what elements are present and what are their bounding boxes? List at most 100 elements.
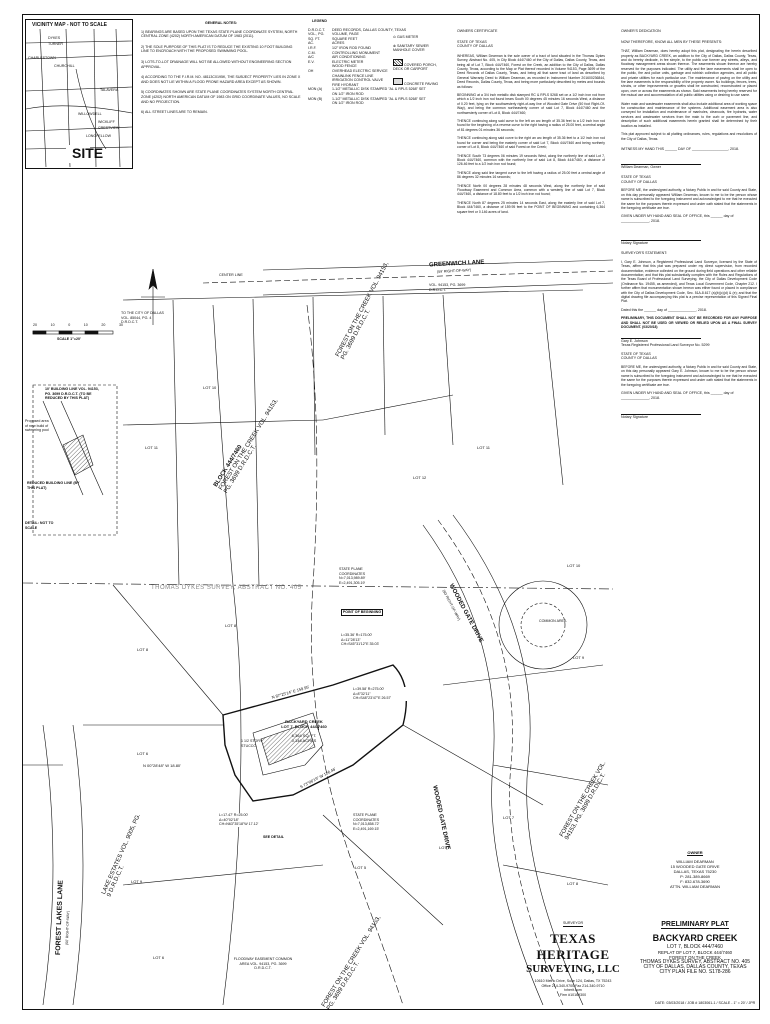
- scale-tick: 20: [33, 323, 37, 327]
- metes-paragraph: THENCE South 73 degrees 06 minutes 19 se…: [457, 153, 605, 167]
- metes-paragraph: THENCE continuing along said curve to th…: [457, 119, 605, 132]
- state-label: STATE OF TEXAS: [457, 39, 487, 44]
- company-name-2: SURVEYING, LLC: [526, 963, 620, 975]
- lot-label: LOT 12: [413, 475, 427, 480]
- lot-label: LOT 8: [137, 647, 149, 652]
- metes-paragraph: BEGINNING at a 3/4 inch metallic disk st…: [457, 93, 605, 115]
- legend-abbrev: A/C: [308, 55, 314, 60]
- lot-label: LOT 8: [567, 881, 579, 886]
- street-label: WILLOWDELL: [78, 112, 102, 116]
- common-area-label: COMMON AREA: [539, 619, 567, 623]
- legend-meaning: 1-1/2" METALLIC DISK STAMPED "AL & RPLS …: [332, 96, 426, 106]
- owner-line: WILLIAM DEARMAN: [676, 859, 714, 864]
- legend-meaning: FIRE HYDRANT: [332, 82, 359, 87]
- legend-meaning: OVERHEAD ELECTRIC SERVICE: [332, 68, 388, 73]
- dedication-now: NOW THEREFORE, KNOW ALL MEN BY THESE PRE…: [621, 39, 723, 44]
- owner-line: ATTN. WILLIAM DEARMAN: [670, 884, 720, 889]
- plat-forest: FOREST ON THE CREEK: [669, 955, 721, 960]
- curve3-table: L=17.47' R=25.00'Δ=40°02'18"CH=N63°35'18…: [219, 813, 289, 827]
- street-label: DYKES: [48, 36, 61, 40]
- legend-symbols: ⊙ GAS METER ⊗ SANITARY SEWER MANHOLE COV…: [393, 35, 443, 87]
- signature-line: [621, 239, 701, 241]
- legend-meaning: ELECTRIC METER: [332, 59, 364, 64]
- street-label: CRESTVIEW: [98, 126, 120, 130]
- legend-abbrev: E.V.: [308, 59, 315, 64]
- street-label: WICKLIFF: [98, 120, 115, 124]
- surveyor-phone: Office 214-340-9700 Fax 214-340-9710: [541, 983, 605, 988]
- plat-sheet: VICINITY MAP - NOT TO SCALE SITE DYKES T…: [22, 14, 760, 1011]
- floodway-label: FLOODWAY EASEMENT COMMON AREA VOL. 94153…: [233, 957, 293, 971]
- lot-label: LOT 9: [131, 879, 143, 884]
- legend-title: LEGEND: [312, 19, 327, 23]
- legend-entries: D.R.D.C.T. DEED RECORDS, DALLAS COUNTY, T…: [308, 28, 426, 106]
- legend-meaning: DEED RECORDS, DALLAS COUNTY, TEXAS: [332, 27, 407, 32]
- note: 4) ACCORDING TO THE F.I.R.M. NO. 48113C0…: [141, 75, 301, 84]
- metes-and-bounds: BEGINNING at a 3/4 inch metallic disk st…: [457, 93, 605, 214]
- legend-meaning: 1-1/2" METALLIC DISK STAMPED "AL & RPLS …: [332, 87, 426, 96]
- see-detail-label: SEE DETAIL: [263, 835, 284, 839]
- vicinity-title: VICINITY MAP - NOT TO SCALE: [32, 22, 108, 28]
- before-me-paragraph: BEFORE ME, the undersigned authority, a …: [621, 364, 757, 387]
- plat-drawing: [23, 259, 613, 1005]
- legend-entry: FIRE HYDRANT: [308, 83, 426, 88]
- state-label: STATE OF TEXAS: [621, 351, 651, 356]
- detail-label: DETAIL: NOT TO SCALE: [25, 521, 54, 530]
- legend-meaning: SQUARE FEET: [332, 36, 358, 41]
- vicinity-map: VICINITY MAP - NOT TO SCALE SITE DYKES T…: [25, 19, 133, 169]
- scale-tick: 30: [118, 323, 123, 327]
- scale-label: SCALE 1"=20': [57, 337, 81, 341]
- lot-label: LOT 11: [477, 445, 490, 450]
- state-plane-label: STATE PLANE COORDINATES N=7,013,858.72' …: [353, 813, 380, 831]
- metes-paragraph: THENCE North 87 degrees 25 minutes 14 se…: [457, 200, 605, 214]
- lot-label: LOT 10: [567, 563, 581, 568]
- legend-abbrev: AC.: [308, 41, 314, 46]
- owner-title: OWNER: [687, 850, 703, 856]
- surveyor-web: txherit.com: [564, 988, 582, 993]
- county-label: COUNTY OF DALLAS: [621, 179, 657, 184]
- plat-survey: THOMAS DYKES SURVEY, ABSTRACT NO. 405: [639, 959, 751, 965]
- lot-label: LOT 6: [153, 955, 165, 960]
- porch-legend: COVERED PORCH, DECK OR CARPORT: [393, 58, 443, 72]
- porch-hatch-icon: [393, 58, 403, 66]
- legend-entry: MON (A)1-1/2" METALLIC DISK STAMPED "AL …: [308, 87, 426, 96]
- dedication-title: OWNER'S DEDICATION: [621, 29, 661, 33]
- company-name: TEXAS HERITAGE: [536, 931, 610, 962]
- signature-line: [621, 337, 701, 339]
- note: 1) BEARINGS ARE BASED UPON THE TEXAS STA…: [141, 29, 298, 39]
- legend-entry: SQ. FT.SQUARE FEET: [308, 37, 426, 42]
- before-me-paragraph: BEFORE ME, the undersigned authority, a …: [621, 188, 757, 210]
- dedication-approved: This plat approved subject to all platti…: [621, 132, 757, 141]
- legend-entry: MON (B)1-1/2" METALLIC DISK STAMPED "AL …: [308, 97, 426, 106]
- surveyor-statement: I, Gary E. Johnson, a Registered Profess…: [621, 259, 757, 304]
- concrete-paving-icon: [393, 77, 403, 85]
- plat-replat: REPLAT OF LOT 7, BLOCK 444/7460: [657, 950, 733, 955]
- note: 5) COORDINATES SHOWN ARE STATE PLANE COO…: [141, 90, 301, 104]
- legend-entry: WOOD FENCE: [308, 64, 426, 69]
- legend-abbrev: D.R.D.C.T.: [308, 27, 326, 32]
- legend-entry: E.V. ELECTRIC METER: [308, 60, 426, 65]
- legend-abbrev: C.M.: [308, 50, 316, 55]
- dedication-water: Water main and wastewater easements shal…: [621, 101, 757, 128]
- street-label: CHURCHILL: [54, 64, 75, 68]
- surveyor-name: Gary E. Johnson: [621, 338, 648, 343]
- legend-entry: C.M.CONTROLLING MONUMENT: [308, 51, 426, 56]
- owners-certificate: OWNERS CERTIFICATE STATE OF TEXAS COUNTY…: [457, 29, 605, 214]
- plat-city: CITY OF DALLAS, DALLAS COUNTY, TEXAS: [643, 964, 747, 970]
- plat-name: BACKYARD CREEK: [652, 933, 738, 943]
- notary-label: Notary Signature: [621, 240, 648, 245]
- owner-line: P: 281-389-8669: [680, 874, 710, 879]
- surveyor-statement-title: SURVEYOR'S STATEMENT:: [621, 251, 668, 256]
- given-line: GIVEN UNDER MY HAND AND SEAL OF OFFICE, …: [621, 390, 734, 400]
- surveyor-address: 10610 Metric Drive, Suite 124, Dallas, T…: [534, 979, 612, 983]
- whereas-paragraph: WHEREAS, William Dearman is the sole own…: [457, 53, 605, 89]
- scale-bar: [32, 330, 114, 335]
- general-notes: GENERAL NOTES: 1) BEARINGS ARE BASED UPO…: [141, 21, 301, 115]
- manhole-legend: ⊗ SANITARY SEWER MANHOLE COVER: [393, 43, 429, 53]
- signature-line: [621, 414, 701, 416]
- legend-meaning: CHAINLINK FENCE LINE: [332, 73, 374, 78]
- curve2-table: L=39.58' R=275.00'Δ=8°32'11"CH=S48°23'47…: [353, 687, 423, 701]
- legend-meaning: WOOD FENCE: [332, 64, 357, 69]
- scale-tick: 0: [68, 323, 71, 327]
- vicinity-site-label: SITE: [72, 145, 104, 161]
